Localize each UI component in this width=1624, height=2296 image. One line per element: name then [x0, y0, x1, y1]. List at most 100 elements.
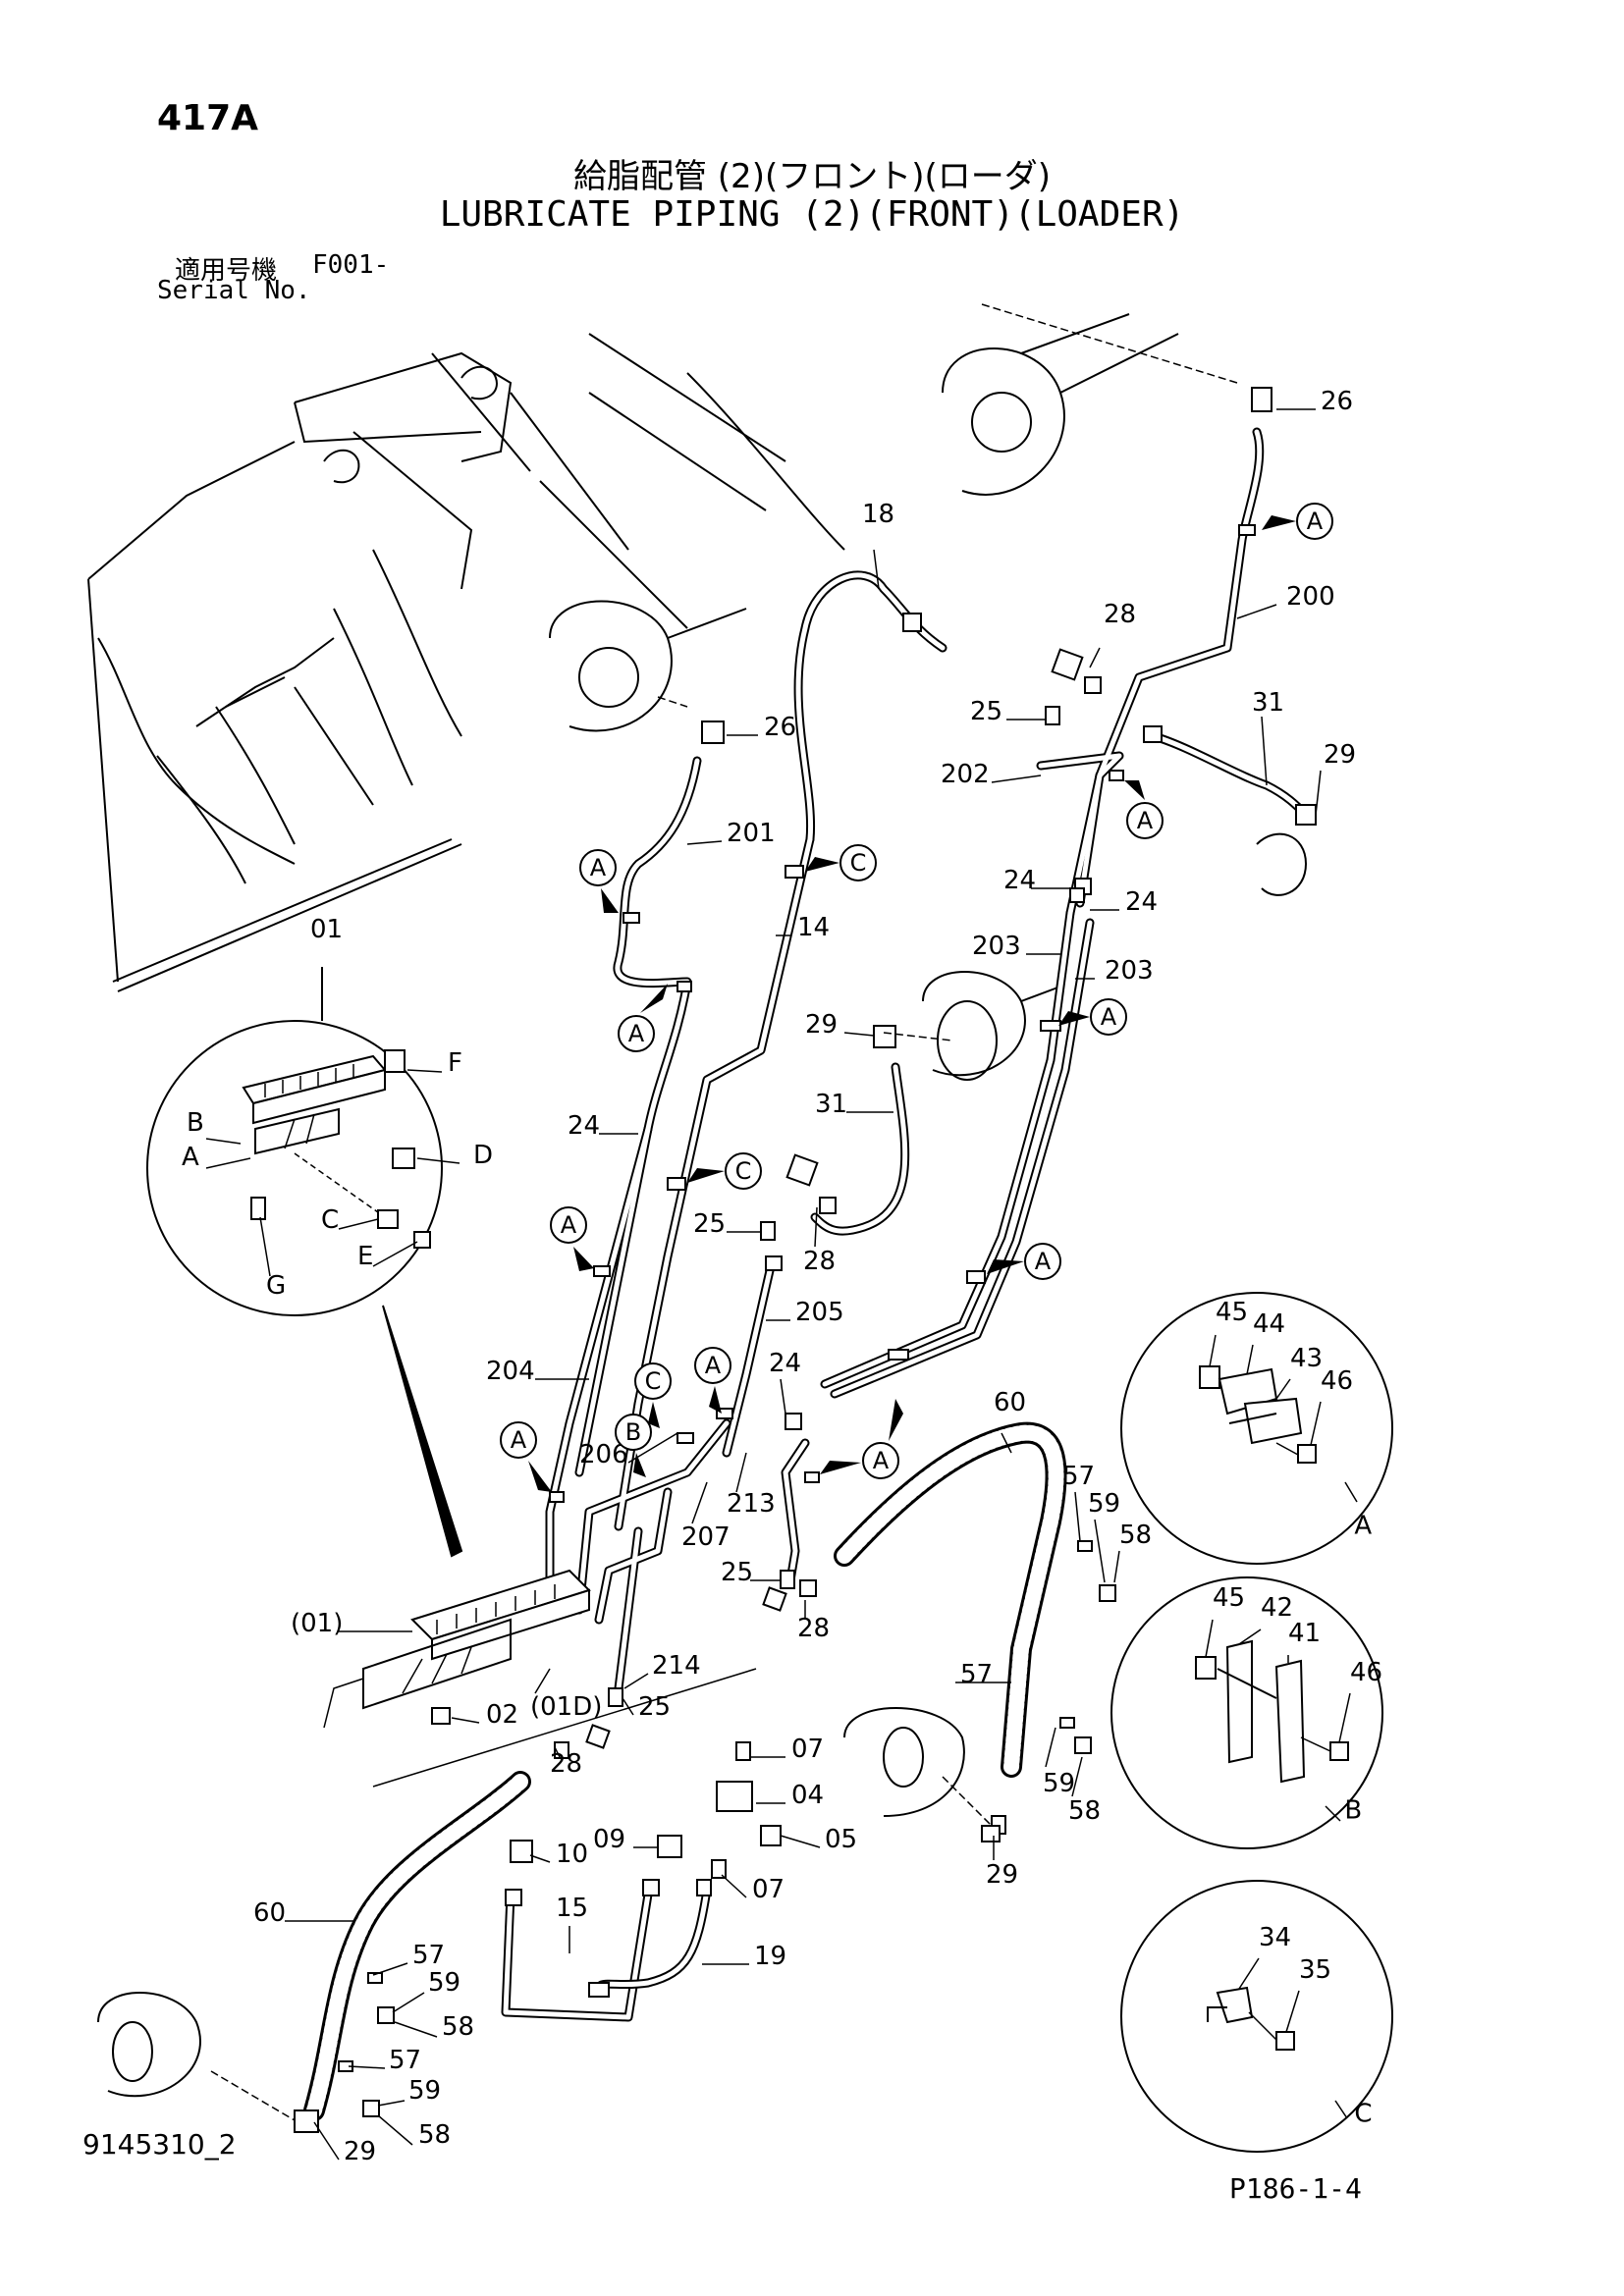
part-label-15: 15 — [556, 1894, 588, 1923]
part-label-213: 213 — [727, 1489, 776, 1519]
callout-letter-b: B — [625, 1418, 641, 1446]
callout-circle-a — [1126, 802, 1164, 839]
part-label-201: 201 — [727, 819, 776, 848]
callout-letter-c: C — [850, 849, 867, 877]
part-label-59: 59 — [1088, 1489, 1120, 1519]
callout-letter-a: A — [705, 1352, 722, 1379]
part-label-18: 18 — [862, 500, 894, 529]
part-label-24: 24 — [769, 1349, 801, 1378]
part-label-24: 24 — [1003, 866, 1036, 895]
part-label-60: 60 — [994, 1388, 1026, 1417]
part-label-28: 28 — [1104, 600, 1136, 629]
detail-a-part-45: 45 — [1216, 1298, 1248, 1327]
callout-circle-b — [615, 1414, 652, 1451]
part-label-59: 59 — [1043, 1769, 1075, 1798]
part-number-labels: 2618200282526312920220124241420320301293… — [253, 387, 1356, 2166]
part-label-203: 203 — [1105, 956, 1154, 986]
callout-letter-a: A — [1101, 1003, 1117, 1031]
part-label-24: 24 — [568, 1111, 600, 1141]
callout-circle-c — [839, 844, 877, 881]
part-label-02: 02 — [486, 1700, 518, 1730]
part-label-01: 01 — [310, 915, 343, 944]
part-label-01D: (01D) — [530, 1692, 602, 1722]
detail-01-label-e: E — [357, 1242, 373, 1271]
callout-letter-a: A — [561, 1211, 577, 1239]
part-label-57: 57 — [389, 2046, 421, 2075]
grease-pipe-lines — [501, 427, 1311, 2022]
detail-b-part-41: 41 — [1288, 1619, 1321, 1648]
part-label-26: 26 — [764, 713, 796, 742]
clamps-bolts — [338, 524, 1256, 2117]
part-label-10: 10 — [556, 1840, 588, 1869]
page-reference: P186-1-4 — [1229, 2172, 1362, 2205]
detail-a-part-43: 43 — [1290, 1344, 1323, 1373]
part-label-28: 28 — [797, 1614, 830, 1643]
callout-circle-a — [550, 1206, 587, 1244]
detail-circle-b — [1110, 1576, 1383, 1849]
part-label-203: 203 — [972, 932, 1021, 961]
boom-frame-structure — [87, 333, 845, 992]
part-label-05: 05 — [825, 1825, 857, 1854]
detail-b-part-45: 45 — [1213, 1583, 1245, 1613]
fittings — [294, 387, 1317, 2133]
part-label-59: 59 — [428, 1968, 460, 1998]
callout-circle-a — [500, 1421, 537, 1459]
callout-letter-a: A — [1307, 507, 1324, 535]
part-label-25: 25 — [638, 1692, 671, 1722]
part-label-58: 58 — [442, 2012, 474, 2042]
part-label-29: 29 — [986, 1860, 1018, 1890]
detail-view-letter-a: A — [1354, 1512, 1372, 1541]
detail-01-label-c: C — [321, 1205, 339, 1235]
part-label-25: 25 — [693, 1209, 726, 1239]
part-label-04: 04 — [791, 1781, 824, 1810]
part-label-202: 202 — [941, 760, 990, 789]
part-label-57: 57 — [960, 1660, 993, 1689]
part-label-59: 59 — [408, 2076, 441, 2106]
callout-letter-a: A — [873, 1447, 890, 1474]
callout-letter-a: A — [590, 854, 607, 881]
serial-value: F001- — [312, 250, 390, 280]
part-label-214: 214 — [652, 1651, 701, 1681]
part-label-58: 58 — [418, 2120, 451, 2150]
detail-circle-c — [1120, 1880, 1393, 2153]
callout-letter-a: A — [511, 1426, 527, 1454]
detail-a-part-44: 44 — [1253, 1309, 1285, 1339]
part-label-60: 60 — [253, 1898, 286, 1928]
serial-label-english: Serial No. — [157, 276, 311, 305]
detail-01-label-g: G — [266, 1271, 286, 1301]
part-label-28: 28 — [803, 1247, 836, 1276]
detail-a-part-46: 46 — [1321, 1366, 1353, 1396]
detail-view-letter-b: B — [1344, 1796, 1362, 1826]
part-label-205: 205 — [795, 1298, 844, 1327]
detail-01-label-f: F — [448, 1048, 462, 1078]
detail-01-label-b: B — [187, 1108, 204, 1138]
part-label-26: 26 — [1321, 387, 1353, 416]
drawing-id: 9145310_2 — [82, 2128, 237, 2161]
callout-letter-a: A — [1137, 807, 1154, 834]
callout-circle-a — [1296, 503, 1333, 540]
callout-circle-a — [694, 1347, 731, 1384]
callout-letter-a: A — [1035, 1248, 1052, 1275]
part-label-29: 29 — [805, 1010, 838, 1040]
callout-letter-c: C — [735, 1157, 752, 1185]
callout-circle-a — [618, 1015, 655, 1052]
callout-circle-a — [862, 1442, 899, 1479]
part-label-28: 28 — [550, 1749, 582, 1779]
detail-01-label-a: A — [182, 1143, 199, 1172]
part-label-14: 14 — [797, 913, 830, 942]
detail-c-part-35: 35 — [1299, 1955, 1331, 1985]
part-label-07: 07 — [752, 1875, 785, 1904]
callout-circle-c — [634, 1362, 672, 1400]
part-label-25: 25 — [721, 1558, 753, 1587]
detail-01-label-d: D — [473, 1141, 493, 1170]
detail-b-part-46: 46 — [1350, 1658, 1382, 1687]
leader-lines — [210, 303, 1358, 2161]
part-label-29: 29 — [344, 2137, 376, 2166]
part-label-01: (01) — [291, 1609, 343, 1638]
part-label-207: 207 — [681, 1522, 731, 1552]
part-label-57: 57 — [412, 1941, 445, 1970]
grease-manifold-main — [323, 1569, 757, 1788]
part-label-204: 204 — [486, 1357, 535, 1386]
